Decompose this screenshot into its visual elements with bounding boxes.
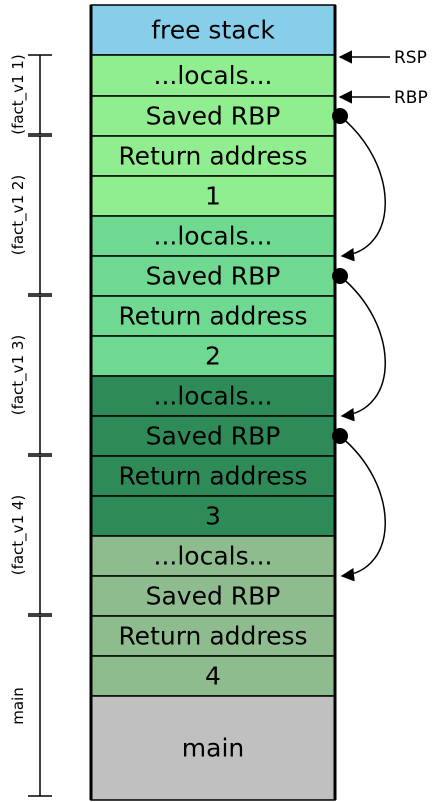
rbp-label: RBP [394,88,428,108]
stack-cell-box [90,95,336,137]
frame-bracket: main [9,615,52,797]
stack-cell-box [90,4,336,56]
stack-cell: Saved RBP [90,255,336,297]
stack-cell-box [90,535,336,577]
frame-bracket: (fact_v1 1) [9,54,52,135]
stack-cell-label: ...locals... [154,61,273,90]
stack-cell: 4 [90,655,336,697]
stack-cell: Return address [90,135,336,177]
frame-bracket: (fact_v1 3) [9,295,52,455]
stack-cell-label: Return address [118,622,307,651]
frame-label: (fact_v1 2) [9,175,28,256]
frame-label: main [9,687,27,724]
stack-cell: Saved RBP [90,415,336,457]
stack-cell-label: Return address [118,142,307,171]
stack-cell-label: main [182,734,244,763]
frame-label: (fact_v1 3) [9,335,28,416]
stack-cell-box [90,375,336,417]
rbp-pointer: RBP [338,88,428,108]
rsp-label: RSP [394,48,427,68]
stack-cell: 2 [90,335,336,377]
stack-cell-box [90,455,336,497]
frame-bracket: (fact_v1 4) [9,455,52,615]
frame-label: (fact_v1 1) [9,54,28,135]
stack-cell-label: Return address [118,462,307,491]
stack-cell-label: 2 [205,342,221,371]
stack-cell-label: ...locals... [154,222,273,251]
stack-cell-label: Saved RBP [146,102,281,131]
stack-cell-label: ...locals... [154,542,273,571]
stack-cell-label: 4 [205,662,221,691]
stack-cell: main [90,695,336,801]
stack-cell: Return address [90,615,336,657]
stack-cell: 3 [90,495,336,537]
frame-bracket: (fact_v1 2) [9,135,52,295]
stack-cell-label: Saved RBP [146,422,281,451]
stack-cell: Saved RBP [90,575,336,617]
stack-cell-label: 3 [205,502,221,531]
stack-cell: 1 [90,175,336,217]
frame-brackets: (fact_v1 1) (fact_v1 2) (fact_v1 3) (fact_v… [9,54,52,797]
stack-cell-label: 1 [205,182,221,211]
rsp-pointer: RSP [338,48,427,68]
stack-cell: Return address [90,295,336,337]
saved-rbp-link-1 [339,115,386,262]
rbp-chain [332,108,386,582]
stack-cell: ...locals... [90,54,336,97]
saved-rbp-link-2 [339,275,386,422]
stack-cells: free stack ...locals... Saved RBP Return ad… [90,4,336,801]
stack-cell-label: ...locals... [154,382,273,411]
stack-cell: Saved RBP [90,95,336,137]
stack-cell-label: Return address [118,302,307,331]
stack-cell-label: free stack [151,16,275,45]
stack-cell: ...locals... [90,535,336,577]
stack-cell-box [90,54,336,97]
saved-rbp-link-3 [339,435,386,582]
stack-cell: Return address [90,455,336,497]
stack-cell-label: Saved RBP [146,582,281,611]
frame-label: (fact_v1 4) [9,495,28,576]
stack-cell-label: Saved RBP [146,262,281,291]
stack-cell: free stack [90,4,336,56]
stack-cell: ...locals... [90,215,336,257]
stack-cell: ...locals... [90,375,336,417]
